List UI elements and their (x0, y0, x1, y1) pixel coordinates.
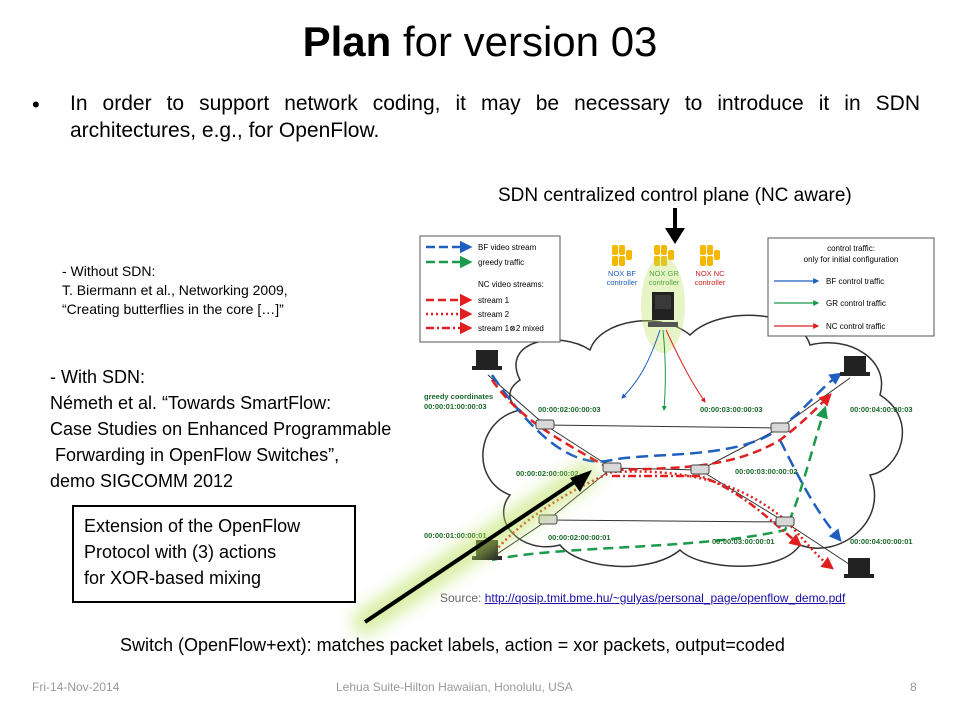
footer-location: Lehua Suite-Hilton Hawaiian, Honolulu, U… (336, 680, 573, 694)
controller-nc (700, 245, 720, 266)
switch-label: 00:00:03:00:00:02 (735, 467, 798, 476)
legend-nc: NC video streams: (478, 280, 544, 289)
page-number: 8 (910, 680, 917, 694)
control-plane-arrowhead (665, 228, 685, 244)
laptop-icon (844, 558, 874, 578)
bullet-icon: • (32, 92, 40, 117)
controllers: NOX BF controller NOX GR controller NOX … (607, 245, 726, 287)
nc-mixed-stream (611, 474, 802, 547)
network-diagram: BF video stream greedy traffic NC video … (419, 235, 935, 578)
nc-stream-2 (491, 470, 834, 570)
switch-icon (602, 462, 622, 473)
controller-gr-role: controller (649, 278, 680, 287)
host-label: greedy coordinates (424, 392, 493, 401)
legend-mixed: stream 1⊗2 mixed (478, 324, 544, 333)
switch-pointer-arrowhead (570, 470, 592, 492)
nc-stream-1 (490, 379, 832, 472)
extension-line: for XOR-based mixing (84, 568, 262, 588)
controller-gr-name: NOX GR (649, 269, 679, 278)
title-bold: Plan (302, 18, 392, 65)
laptop-icon (840, 356, 870, 376)
laptop-icon (472, 350, 502, 370)
legend-control-title: control traffic: (827, 244, 875, 253)
bullet-text: In order to support network coding, it m… (70, 92, 920, 142)
greedy-stream (491, 405, 828, 562)
legend-streams: BF video stream greedy traffic NC video … (419, 235, 561, 343)
switch-label: 00:00:02:00:00:02 (516, 469, 579, 478)
with-sdn-note: - With SDN: Németh et al. “Towards Smart… (50, 364, 391, 494)
footer-date: Fri-14-Nov-2014 (32, 680, 120, 694)
with-sdn-line: Case Studies on Enhanced Programmable (50, 419, 392, 439)
switch-label: 00:00:03:00:00:01 (712, 537, 775, 546)
control-plane-label: SDN centralized control plane (NC aware) (498, 185, 852, 206)
legend-greedy: greedy traffic (478, 258, 524, 267)
legend-bf-control: BF control traffic (826, 277, 884, 286)
title-rest: for version 03 (391, 18, 658, 65)
bf-stream-lower (778, 439, 842, 542)
host-label: 00:00:01:00:00:03 (424, 402, 487, 411)
switch-description: Switch (OpenFlow+ext): matches packet la… (120, 635, 785, 655)
bf-stream (490, 372, 843, 463)
extension-box: Extension of the OpenFlow Protocol with … (72, 505, 356, 603)
switch-icon (690, 464, 710, 475)
extension-line: Extension of the OpenFlow (84, 516, 301, 536)
extension-line: Protocol with (3) actions (84, 542, 277, 562)
legend-control: control traffic: only for initial config… (767, 237, 935, 337)
network-cloud (482, 314, 904, 568)
host-label: 00:00:04:00:00:01 (850, 537, 913, 546)
controller-computer-icon (648, 292, 678, 327)
with-sdn-line: demo SIGCOMM 2012 (50, 471, 234, 491)
controller-gr (654, 245, 674, 266)
without-sdn-line: T. Biermann et al., Networking 2009, (62, 282, 288, 298)
legend-control-subtitle: only for initial configuration (804, 255, 899, 264)
switch-icon (770, 422, 790, 433)
source-citation: Source: http://qosip.tmit.bme.hu/~gulyas… (440, 591, 845, 605)
switch-label: 00:00:02:00:00:01 (548, 533, 611, 542)
host-label: 00:00:04:00:00:03 (850, 405, 913, 414)
switch-pointer-arrow (363, 473, 587, 624)
with-sdn-line: Németh et al. “Towards SmartFlow: (50, 393, 332, 413)
source-prefix: Source: (440, 591, 485, 605)
without-sdn-note: - Without SDN: T. Biermann et al., Netwo… (62, 262, 288, 319)
legend-gr-control: GR control traffic (826, 299, 886, 308)
controller-bf-role: controller (607, 278, 638, 287)
controller-nc-name: NOX NC (695, 269, 725, 278)
source-link[interactable]: http://qosip.tmit.bme.hu/~gulyas/persona… (484, 591, 846, 605)
legend-nc-control: NC control traffic (826, 322, 885, 331)
without-sdn-line: “Creating butterflies in the core […]” (62, 301, 284, 317)
switch-label: 00:00:03:00:00:03 (700, 405, 763, 414)
legend-stream2: stream 2 (478, 310, 510, 319)
switch-icon (775, 516, 795, 527)
controller-nc-role: controller (695, 278, 726, 287)
with-sdn-line: - With SDN: (50, 367, 146, 387)
switch-icon (535, 419, 555, 430)
controller-bf-name: NOX BF (608, 269, 636, 278)
with-sdn-line: Forwarding in OpenFlow Switches”, (50, 445, 340, 465)
switch-label: 00:00:02:00:00:03 (538, 405, 601, 414)
switches (535, 419, 795, 527)
host-label: 00:00:01:00:00:01 (424, 531, 487, 540)
controller-bf (612, 245, 632, 266)
without-sdn-line: - Without SDN: (62, 263, 156, 279)
legend-bf: BF video stream (478, 243, 537, 252)
slide-title: Plan for version 03 (0, 18, 960, 66)
legend-stream1: stream 1 (478, 296, 510, 305)
